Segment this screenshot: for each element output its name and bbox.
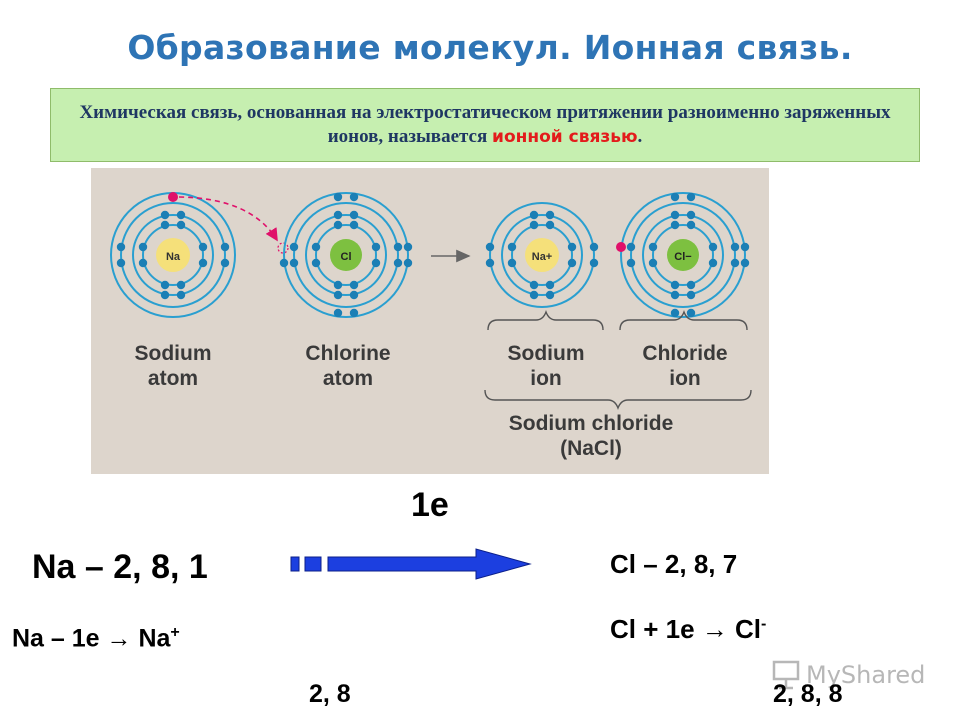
brace-nacl [484,389,752,410]
brace-chloride-ion [619,310,748,331]
cl-nucleus [330,239,362,271]
definition-period: . [637,126,643,147]
gained-electron [616,242,626,252]
label-sodium-atom-1: Sodium [135,342,212,365]
cl-config: Cl – 2, 8, 7 [610,549,738,579]
na-nucleus [156,238,190,272]
chloride-ion: Cl− [616,192,750,318]
transfer-arrow [290,548,532,580]
na-ion-nucleus-label: Na+ [532,251,553,263]
na-charge: + [170,624,180,641]
na-ion-config: 2, 8 [309,680,351,708]
na-reaction-left: Na – 1e [12,624,107,653]
page-title: Образование молекул. Ионная связь. [127,28,853,67]
na-reaction-right: Na [131,624,171,653]
label-chloride-ion-2: ion [669,367,701,390]
sodium-atom: Na [110,192,236,318]
watermark-text: MyShared [806,661,926,689]
brace-sodium-ion [487,310,604,331]
definition-text: Химическая связь, основанная на электрос… [51,101,919,150]
na-reaction: Na – 1e → Na+ [12,624,180,653]
cl-reaction: Cl + 1e → Cl- [610,614,766,645]
label-chlorine-atom-2: atom [323,367,373,390]
label-nacl-1: Sodium chloride [509,412,674,435]
presentation-icon [772,660,800,690]
cl-reaction-right: Cl [727,614,762,644]
electron-transfer-arrow [178,196,278,242]
diagram-svg: Na Cl [110,192,752,460]
label-chloride-ion-1: Chloride [642,342,727,365]
electron-vacancy [277,242,289,254]
watermark: MyShared [770,656,930,694]
ionic-bond-diagram: Na Cl [91,168,769,474]
label-sodium-ion-1: Sodium [508,342,585,365]
cl-reaction-left: Cl + 1e [610,614,702,644]
cl-ion-config: 2, 8, 8 [773,680,843,708]
cl-nucleus-label: Cl [341,251,352,263]
cl-ion-nucleus-label: Cl− [674,251,691,263]
na-config: Na – 2, 8, 1 [32,548,208,586]
sodium-ion: Na+ [485,202,599,308]
chlorine-atom: Cl [279,192,413,318]
definition-box: Химическая связь, основанная на электрос… [50,88,920,162]
na-reaction-arrow: → [106,624,132,653]
cl-charge: - [761,615,767,633]
label-chlorine-atom-1: Chlorine [305,342,390,365]
na-ion-nucleus [525,238,559,272]
label-sodium-ion-2: ion [530,367,562,390]
label-sodium-atom-2: atom [148,367,198,390]
electron-label: 1e [411,486,449,524]
cl-reaction-arrow: → [701,614,728,644]
valence-electron [168,192,178,202]
definition-highlight: ионной связью [492,127,638,147]
cl-ion-nucleus [667,239,699,271]
label-nacl-2: (NaCl) [560,437,622,460]
na-nucleus-label: Na [166,251,181,263]
definition-main-text: Химическая связь, основанная на электрос… [79,101,891,147]
